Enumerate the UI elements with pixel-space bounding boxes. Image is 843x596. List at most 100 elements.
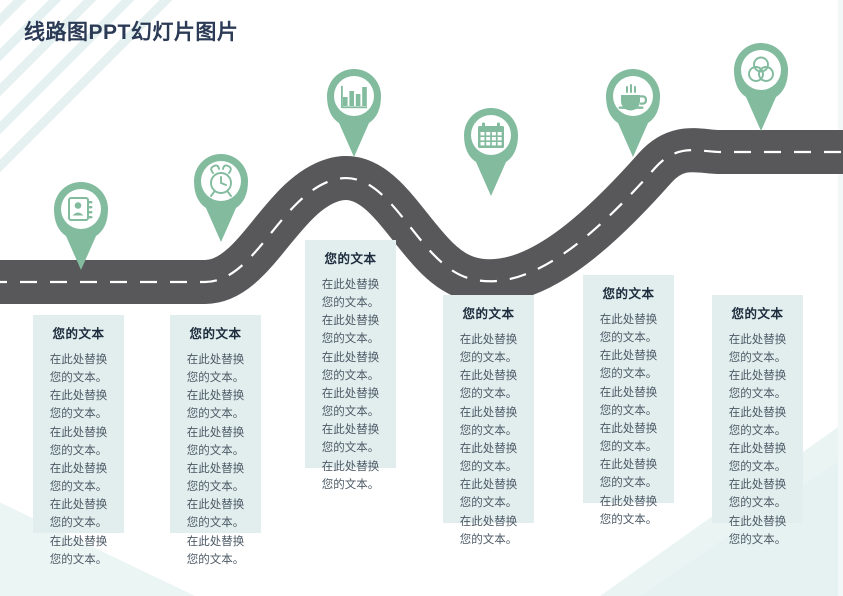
textbox-line: 您的文本。 [321, 333, 380, 346]
textbox-line: 您的文本。 [186, 408, 245, 421]
textbox-line: 在此处替换 [728, 370, 787, 383]
textbox-body: 在此处替换您的文本。在此处替换您的文本。在此处替换您的文本。在此处替换您的文本。… [593, 311, 664, 529]
textbox-line: 您的文本。 [599, 513, 658, 526]
textbox-title: 您的文本 [52, 327, 105, 341]
textbox-line: 您的文本。 [728, 461, 787, 474]
textbox-line: 您的文本。 [459, 424, 518, 437]
textbox-line: 在此处替换 [728, 515, 787, 528]
page-title: 线路图PPT幻灯片图片 [24, 21, 239, 44]
textbox-body: 在此处替换您的文本。在此处替换您的文本。在此处替换您的文本。在此处替换您的文本。… [453, 331, 524, 549]
textbox-line: 在此处替换 [459, 479, 518, 492]
road-center-dashes [0, 149, 843, 284]
textbox-line: 在此处替换 [186, 535, 245, 548]
textbox-title: 您的文本 [324, 252, 377, 266]
venn-circles-icon [748, 56, 774, 82]
textbox-line: 在此处替换 [599, 459, 658, 472]
coffee-cup-icon [618, 84, 648, 111]
textbox-line: 在此处替换 [321, 424, 380, 437]
textbox-line: 您的文本。 [459, 497, 518, 510]
textbox-line: 在此处替换 [459, 370, 518, 383]
alarm-clock-icon [210, 164, 232, 197]
textbox-line: 您的文本。 [186, 444, 245, 457]
contact-book-icon [68, 197, 93, 221]
milestone-textbox-3: 您的文本 在此处替换您的文本。在此处替换您的文本。在此处替换您的文本。在此处替换… [305, 240, 396, 491]
milestone-textbox-5: 您的文本 在此处替换您的文本。在此处替换您的文本。在此处替换您的文本。在此处替换… [583, 275, 674, 526]
textbox-line: 在此处替换 [49, 426, 108, 439]
milestone-pin-2[interactable] [186, 146, 256, 242]
milestone-pin-1[interactable] [46, 174, 116, 270]
textbox-line: 在此处替换 [599, 350, 658, 363]
textbox-line: 在此处替换 [459, 406, 518, 419]
textbox-line: 您的文本。 [599, 332, 658, 345]
textbox-title: 您的文本 [189, 327, 242, 341]
textbox-line: 您的文本。 [728, 497, 787, 510]
textbox-line: 在此处替换 [728, 334, 787, 346]
textbox-line: 您的文本。 [599, 477, 658, 490]
textbox-line: 您的文本。 [321, 297, 380, 310]
textbox-line: 您的文本。 [49, 444, 108, 457]
textbox-line: 您的文本。 [599, 404, 658, 417]
textbox-line: 您的文本。 [49, 372, 108, 385]
textbox-line: 在此处替换 [49, 499, 108, 512]
textbox-line: 在此处替换 [186, 462, 245, 475]
textbox-line: 您的文本。 [186, 372, 245, 385]
textbox-line: 在此处替换 [49, 462, 108, 475]
milestone-pin-4[interactable] [456, 100, 526, 196]
textbox-body: 在此处替换您的文本。在此处替换您的文本。在此处替换您的文本。在此处替换您的文本。… [43, 351, 114, 569]
textbox-line: 您的文本。 [728, 388, 787, 401]
textbox-line: 您的文本。 [49, 481, 108, 494]
textbox-line: 在此处替换 [728, 442, 787, 455]
road-surface [0, 128, 843, 304]
textbox-line: 在此处替换 [186, 354, 245, 366]
textbox-line: 在此处替换 [321, 315, 380, 328]
textbox-line: 在此处替换 [186, 426, 245, 439]
textbox-line: 您的文本。 [321, 369, 380, 382]
textbox-line: 在此处替换 [186, 499, 245, 512]
textbox-line: 您的文本。 [49, 408, 108, 421]
textbox-line: 您的文本。 [599, 441, 658, 454]
textbox-body: 在此处替换您的文本。在此处替换您的文本。在此处替换您的文本。在此处替换您的文本。… [722, 331, 793, 549]
textbox-line: 在此处替换 [186, 390, 245, 403]
milestone-pin-6[interactable] [726, 35, 796, 131]
textbox-line: 在此处替换 [459, 334, 518, 346]
textbox-line: 在此处替换 [321, 460, 380, 473]
textbox-line: 您的文本。 [459, 533, 518, 546]
textbox-line: 在此处替换 [599, 386, 658, 399]
textbox-line: 您的文本。 [728, 352, 787, 365]
milestone-textbox-4: 您的文本 在此处替换您的文本。在此处替换您的文本。在此处替换您的文本。在此处替换… [443, 295, 534, 546]
textbox-line: 您的文本。 [459, 461, 518, 474]
textbox-title: 您的文本 [602, 287, 655, 301]
textbox-title: 您的文本 [462, 307, 515, 321]
textbox-line: 在此处替换 [459, 442, 518, 455]
textbox-line: 在此处替换 [321, 279, 380, 291]
textbox-line: 您的文本。 [459, 352, 518, 365]
textbox-body: 在此处替换您的文本。在此处替换您的文本。在此处替换您的文本。在此处替换您的文本。… [180, 351, 251, 569]
milestone-textbox-6: 您的文本 在此处替换您的文本。在此处替换您的文本。在此处替换您的文本。在此处替换… [712, 295, 803, 546]
milestone-pin-3[interactable] [319, 61, 389, 157]
textbox-line: 在此处替换 [49, 535, 108, 548]
pin-inner-circle [61, 189, 101, 229]
textbox-line: 在此处替换 [321, 351, 380, 364]
textbox-line: 在此处替换 [599, 314, 658, 326]
textbox-line: 您的文本。 [186, 481, 245, 494]
textbox-line: 您的文本。 [321, 442, 380, 455]
textbox-line: 您的文本。 [599, 368, 658, 381]
textbox-line: 在此处替换 [599, 495, 658, 508]
textbox-line: 您的文本。 [459, 388, 518, 401]
textbox-line: 在此处替换 [321, 387, 380, 400]
textbox-line: 您的文本。 [728, 533, 787, 546]
calendar-icon [478, 122, 504, 148]
textbox-title: 您的文本 [731, 307, 784, 321]
textbox-line: 在此处替换 [728, 479, 787, 492]
textbox-line: 您的文本。 [186, 517, 245, 530]
textbox-line: 在此处替换 [728, 406, 787, 419]
textbox-line: 您的文本。 [49, 517, 108, 530]
milestone-textbox-1: 您的文本 在此处替换您的文本。在此处替换您的文本。在此处替换您的文本。在此处替换… [33, 315, 124, 566]
milestone-textbox-2: 您的文本 在此处替换您的文本。在此处替换您的文本。在此处替换您的文本。在此处替换… [170, 315, 261, 566]
textbox-body: 在此处替换您的文本。在此处替换您的文本。在此处替换您的文本。在此处替换您的文本。… [315, 276, 386, 494]
textbox-line: 在此处替换 [49, 390, 108, 403]
milestone-pin-5[interactable] [598, 61, 668, 157]
textbox-line: 您的文本。 [728, 424, 787, 437]
textbox-line: 您的文本。 [321, 406, 380, 419]
